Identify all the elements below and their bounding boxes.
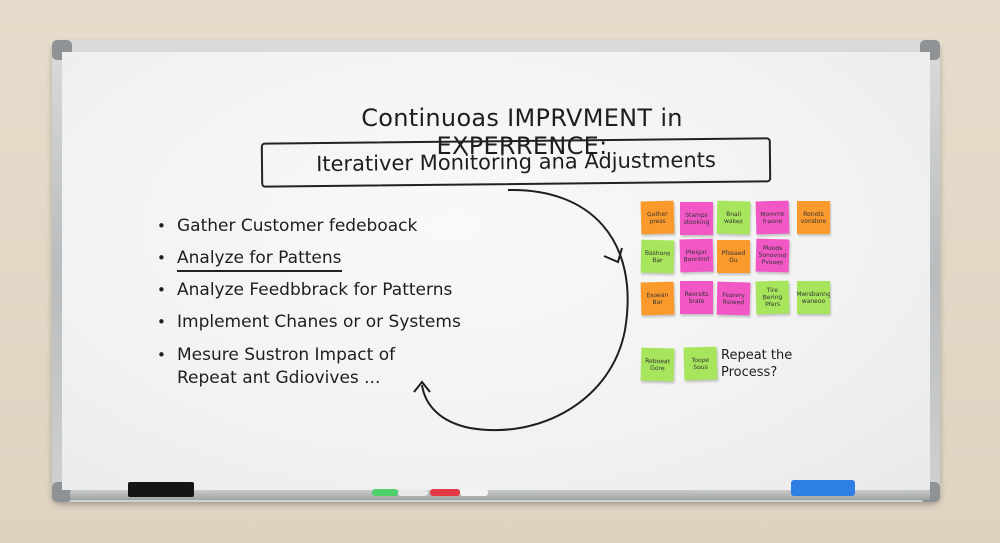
sticky-note: Momme fraone	[755, 200, 790, 235]
whiteboard-frame	[52, 40, 940, 502]
sticky-note: Reboeat Gore	[640, 347, 675, 382]
bullet-item: •Analyze for Pattens	[157, 242, 461, 274]
marker-white[interactable]	[460, 489, 488, 496]
marker-red[interactable]	[430, 489, 460, 496]
repeat-line: Process?	[721, 365, 778, 380]
cycle-arc-line	[421, 188, 629, 432]
bullet-continuation: Repeat ant Gdiovives ...	[177, 368, 381, 388]
bullet-text: Mesure Sustron Impact of	[177, 345, 396, 365]
sticky-note: Gather press	[640, 200, 675, 235]
board-title: Continuoas IMPRVMENT in EXPERRENCE:	[361, 104, 683, 160]
bullet-text: Implement Chanes or or Systems	[177, 312, 461, 332]
marker-white[interactable]	[398, 490, 428, 496]
bullet-item: •Implement Chanes or or Systems	[157, 312, 461, 332]
sticky-note: Fearery Rsiwed	[716, 281, 751, 316]
eraser-blue[interactable]	[791, 480, 855, 496]
bullet-text: Analyze for Pattens	[177, 248, 342, 272]
sticky-note: Mwrsbanng waneoo	[797, 281, 830, 314]
arrow-head-icon	[603, 247, 623, 264]
sticky-note: Moods Sonovind Pvooes	[755, 238, 790, 273]
sticky-note: Reorsits Srate	[680, 281, 713, 314]
arrow-head-icon	[413, 380, 431, 393]
sticky-note: Bashons Bar	[640, 239, 675, 274]
sticky-note: Ronots vonslore	[797, 201, 830, 234]
bullet-list: •Gather Customer fedeboack •Analyze for …	[157, 210, 461, 368]
bullet-item: •Mesure Sustron Impact of	[157, 345, 396, 365]
sticky-note: Bnall wakez	[716, 200, 751, 235]
bullet-text: Gather Customer fedeboack	[177, 216, 418, 236]
sticky-note: Esoean Bar	[640, 281, 675, 316]
eraser-black[interactable]	[128, 482, 194, 497]
bullet-item: •Gather Customer fedeboack	[157, 216, 418, 236]
repeat-process-text: Repeat the Process?	[721, 347, 792, 381]
sticky-note: Toope Sous	[683, 346, 718, 381]
bullet-text: Analyze Feedbbrack for Patterns	[177, 280, 453, 300]
sticky-note: Tire Bering Pfers	[755, 280, 790, 315]
sticky-note: Pteigar Bonntrot	[679, 238, 714, 273]
bullet-item: •Analyze Feedbbrack for Patterns	[157, 280, 453, 300]
repeat-line: Repeat the	[721, 348, 793, 363]
sticky-note: Stamps stooking	[680, 202, 713, 235]
marker-green[interactable]	[372, 489, 398, 496]
sticky-note: Pfosaed Gu	[717, 240, 750, 273]
marker-tray	[70, 490, 930, 500]
